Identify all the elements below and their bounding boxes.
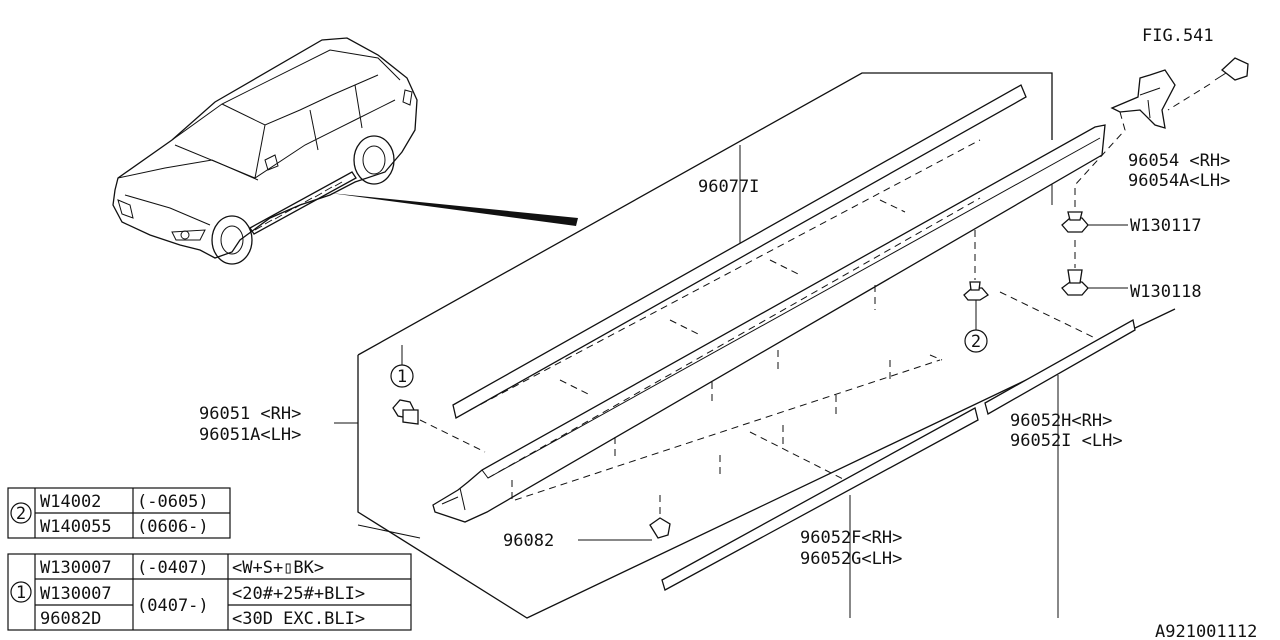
table1-marker: 1	[16, 583, 26, 603]
molding-96052f	[661, 407, 979, 591]
molding-96052h	[984, 318, 1136, 415]
label-96052g-lh: 96052G<LH>	[800, 549, 902, 569]
clip-96082	[578, 495, 671, 541]
label-w130117: W130117	[1130, 216, 1202, 236]
table1-r1-c2: <20#+25#+BLI>	[232, 584, 365, 604]
table-marker-1: 1 W130007 (-0407) <W+S+▯BK> W130007 (040…	[7, 553, 412, 631]
marker-circle-1	[390, 364, 414, 388]
label-96082: 96082	[503, 531, 554, 551]
side-sill-96051	[432, 124, 1106, 523]
molding-96077i	[452, 84, 1027, 419]
label-96054a-lh: 96054A<LH>	[1128, 171, 1230, 191]
table1-r0-c1: (-0407)	[137, 558, 209, 578]
table1-r2-c2: <30D EXC.BLI>	[232, 609, 365, 629]
label-96052f-rh: 96052F<RH>	[800, 528, 902, 548]
car-illustration	[112, 37, 418, 265]
clip-w130118	[1061, 269, 1128, 296]
table2-r0-c1: (-0605)	[137, 492, 209, 512]
bracket-96054	[1074, 57, 1249, 215]
marker-one-label: 1	[397, 367, 407, 387]
clip-marker-2	[963, 230, 1096, 339]
label-96077i: 96077I	[698, 177, 759, 197]
table1-r2-c0: 96082D	[40, 609, 101, 629]
marker-two-label: 2	[971, 332, 981, 352]
table-marker-2: 2 W14002 (-0605) W140055 (0606-)	[7, 487, 231, 539]
table2-r1-c1: (0606-)	[137, 517, 209, 537]
label-96051a-lh: 96051A<LH>	[199, 425, 301, 445]
table2-marker: 2	[16, 504, 26, 524]
table2-r1-c0: W140055	[40, 517, 112, 537]
assembly-boundary	[357, 72, 1176, 619]
table1-r0-c0: W130007	[40, 558, 112, 578]
table1-r0-c2: <W+S+▯BK>	[232, 558, 324, 578]
clip-w130117	[1061, 211, 1128, 233]
table1-merged-range: (0407-)	[137, 596, 209, 616]
figure-ref: FIG.541	[1142, 26, 1214, 46]
label-96051-rh: 96051 <RH>	[199, 404, 301, 424]
label-96052i-lh: 96052I <LH>	[1010, 431, 1123, 451]
label-96054-rh: 96054 <RH>	[1128, 151, 1230, 171]
label-w130118: W130118	[1130, 282, 1202, 302]
table2-r0-c0: W14002	[40, 492, 101, 512]
drawing-id: A921001112	[1155, 622, 1257, 640]
marker-circle-2	[964, 329, 988, 353]
pointer-wedge	[330, 193, 578, 226]
clip-marker-1	[392, 345, 486, 453]
label-96052h-rh: 96052H<RH>	[1010, 411, 1112, 431]
table1-r1-c0: W130007	[40, 584, 112, 604]
